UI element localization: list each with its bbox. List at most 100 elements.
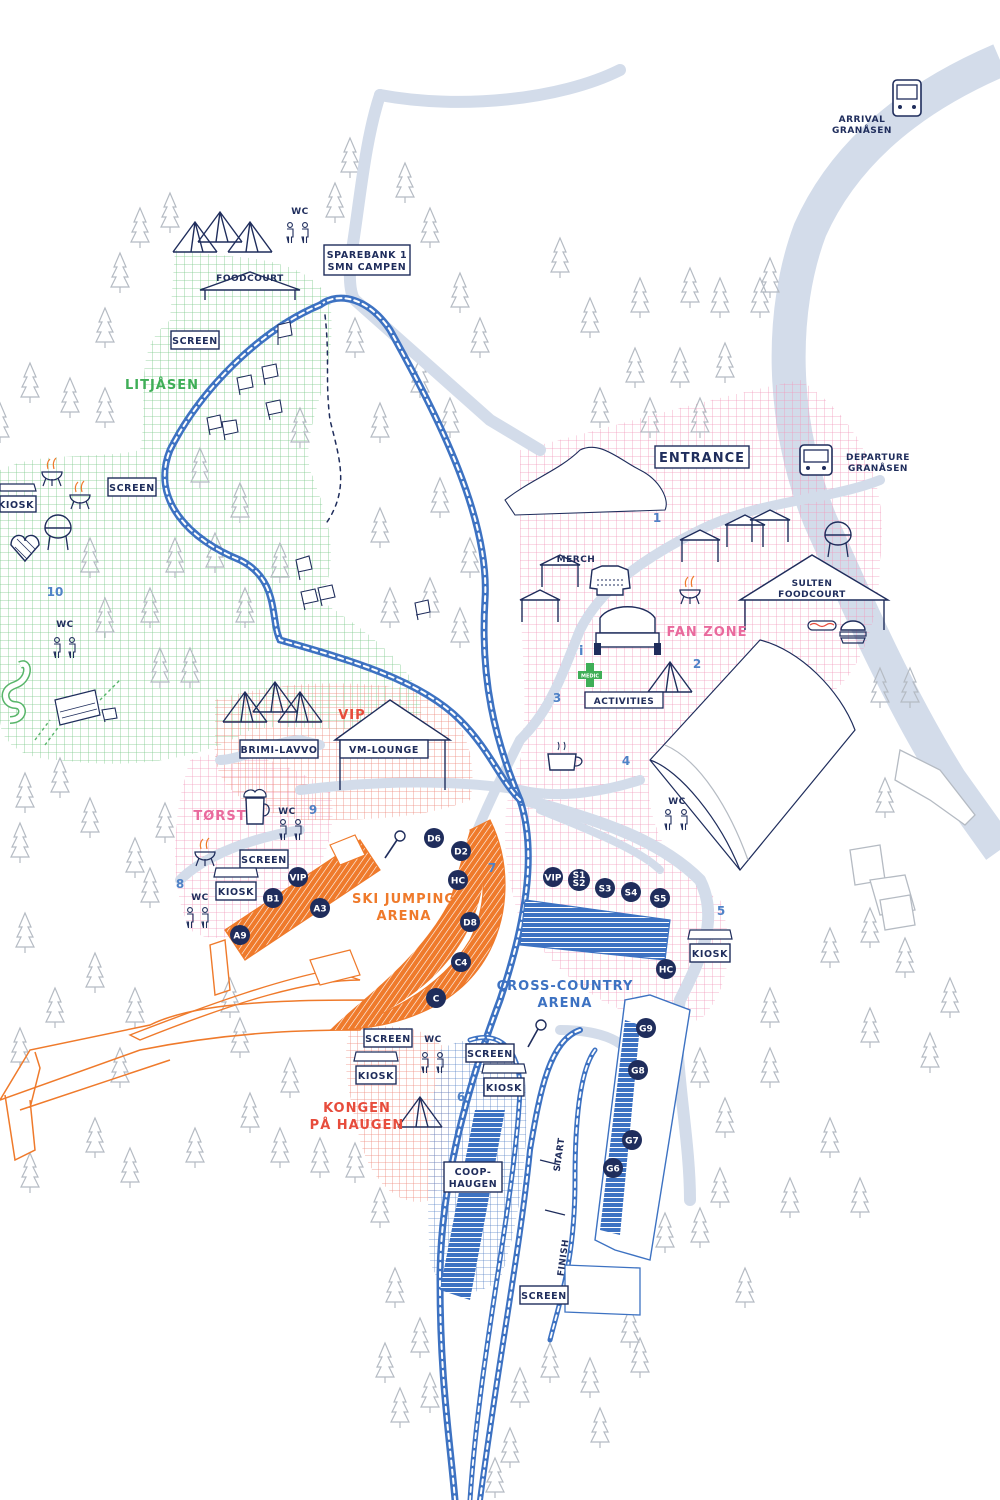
section-a9[interactable]: A9 (230, 925, 250, 945)
microphone-icon (384, 830, 547, 1048)
gate-6: 6 (457, 1090, 465, 1104)
smn-campen-label: SMN CAMPEN (328, 262, 407, 273)
section-s1-s2[interactable]: S1 S2 (568, 869, 590, 891)
grill-icon (824, 521, 852, 558)
gate-5: 5 (717, 904, 725, 918)
burger-icon (839, 620, 867, 644)
cross-country-stadium (440, 899, 691, 1316)
section-d6[interactable]: D6 (424, 828, 444, 848)
ski-jumping-arena-label: SKI JUMPING (352, 892, 456, 907)
svg-text:D8: D8 (463, 919, 477, 929)
vip-zone-label: VIP (338, 708, 365, 723)
kiosk-label: KIOSK (218, 887, 254, 898)
kongen-label-2: PÅ HAUGEN (310, 1117, 405, 1133)
gate-numbers: 1 2 3 4 5 6 7 8 9 10 (47, 511, 726, 1104)
section-c4[interactable]: C4 (451, 952, 471, 972)
section-a3[interactable]: A3 (310, 898, 330, 918)
section-g7[interactable]: G7 (622, 1130, 642, 1150)
section-hc[interactable]: HC (448, 870, 468, 890)
wc-label: WC (191, 893, 209, 903)
section-d2[interactable]: D2 (451, 841, 471, 861)
hotdog-icon (807, 620, 837, 631)
svg-text:VIP: VIP (290, 874, 307, 884)
info-label: i (579, 644, 583, 659)
svg-text:HC: HC (659, 966, 674, 976)
section-cc-hc[interactable]: HC (656, 959, 676, 979)
bus-icon (799, 444, 833, 476)
svg-text:S3: S3 (599, 885, 612, 895)
indoor-hall (649, 639, 856, 871)
kiosk-label: KIOSK (486, 1083, 522, 1094)
gate-7: 7 (488, 861, 496, 875)
gate-1: 1 (653, 511, 661, 525)
screen-label: SCREEN (467, 1049, 513, 1060)
arrival-label: ARRIVAL (839, 115, 886, 125)
screen-label: SCREEN (521, 1291, 567, 1302)
buildings (849, 749, 976, 931)
wc-label: WC (668, 797, 686, 807)
section-d8[interactable]: D8 (460, 912, 480, 932)
coffee-icon (547, 741, 583, 771)
gate-8: 8 (176, 877, 184, 891)
section-g9[interactable]: G9 (636, 1018, 656, 1038)
kiosk-label: KIOSK (358, 1071, 394, 1082)
svg-text:A9: A9 (233, 932, 246, 942)
svg-text:B1: B1 (266, 895, 279, 905)
section-s4[interactable]: S4 (621, 882, 641, 902)
svg-text:D6: D6 (427, 835, 441, 845)
svg-text:S4: S4 (625, 889, 638, 899)
section-b1[interactable]: B1 (263, 888, 283, 908)
coop-haugen-label: COOP- (455, 1167, 492, 1178)
vm-lounge-label: VM-LOUNGE (349, 745, 419, 756)
screen-label: SCREEN (109, 483, 155, 494)
fan-zone-label: FAN ZONE (666, 625, 747, 640)
svg-text:VIP: VIP (545, 874, 562, 884)
arrival-granasen-label: GRANÅSEN (832, 125, 892, 136)
medic-label: MEDIC (581, 674, 599, 680)
section-c[interactable]: C (426, 988, 446, 1008)
wc-label: WC (278, 807, 296, 817)
svg-text:HC: HC (451, 877, 466, 887)
gate-9: 9 (309, 803, 317, 817)
svg-text:G7: G7 (625, 1137, 639, 1147)
cross-country-sections[interactable]: VIP S1 S2 S3 S4 S5 HC G9 G8 G7 G6 (543, 867, 676, 1178)
gate-10: 10 (47, 585, 64, 599)
svg-text:S1: S1 (573, 871, 586, 881)
foodcourt-gazebo (199, 271, 301, 300)
snow-hill (504, 446, 667, 516)
section-s5[interactable]: S5 (650, 888, 670, 908)
screen-label: SCREEN (172, 336, 218, 347)
svg-text:G6: G6 (606, 1165, 620, 1175)
ski-jump-sections[interactable]: A9 B1 VIP A3 D6 D2 HC D8 C4 C (230, 828, 480, 1008)
screen-label: SCREEN (365, 1034, 411, 1045)
section-s3[interactable]: S3 (595, 878, 615, 898)
gate-2: 2 (693, 657, 701, 671)
cross-country-arena-label-2: ARENA (538, 996, 593, 1011)
section-g8[interactable]: G8 (628, 1060, 648, 1080)
kongen-label: KONGEN (323, 1101, 391, 1116)
grill-icon (44, 514, 72, 551)
ski-jumping-arena-label-2: ARENA (377, 909, 432, 924)
section-cc-vip[interactable]: VIP (543, 867, 563, 887)
screen-label: SCREEN (241, 855, 287, 866)
activities-label: ACTIVITIES (594, 697, 655, 707)
section-vip[interactable]: VIP (288, 867, 308, 887)
brimi-lavvo-label: BRIMI-LAVVO (241, 745, 318, 756)
sparebank-label: SPAREBANK 1 (327, 250, 408, 261)
kiosk-label: KIOSK (692, 949, 728, 960)
section-g6[interactable]: G6 (603, 1158, 623, 1178)
torst-zone-label: TØRST (193, 809, 246, 824)
svg-text:C: C (433, 995, 440, 1005)
departure-label: DEPARTURE (846, 453, 910, 463)
litjasen-zone-label: LITJÅSEN (125, 377, 199, 393)
entrance-label: ENTRANCE (659, 451, 745, 466)
beer-icon (243, 788, 270, 825)
gate-3: 3 (553, 691, 561, 705)
wc-label: WC (56, 620, 74, 630)
coop-haugen-label-2: HAUGEN (449, 1179, 498, 1190)
label-boxes[interactable] (0, 244, 750, 1305)
foodcourt-label: FOODCOURT (216, 274, 284, 284)
cross-country-arena-label: CROSS-COUNTRY (497, 979, 634, 994)
sweater-icon (589, 565, 631, 596)
